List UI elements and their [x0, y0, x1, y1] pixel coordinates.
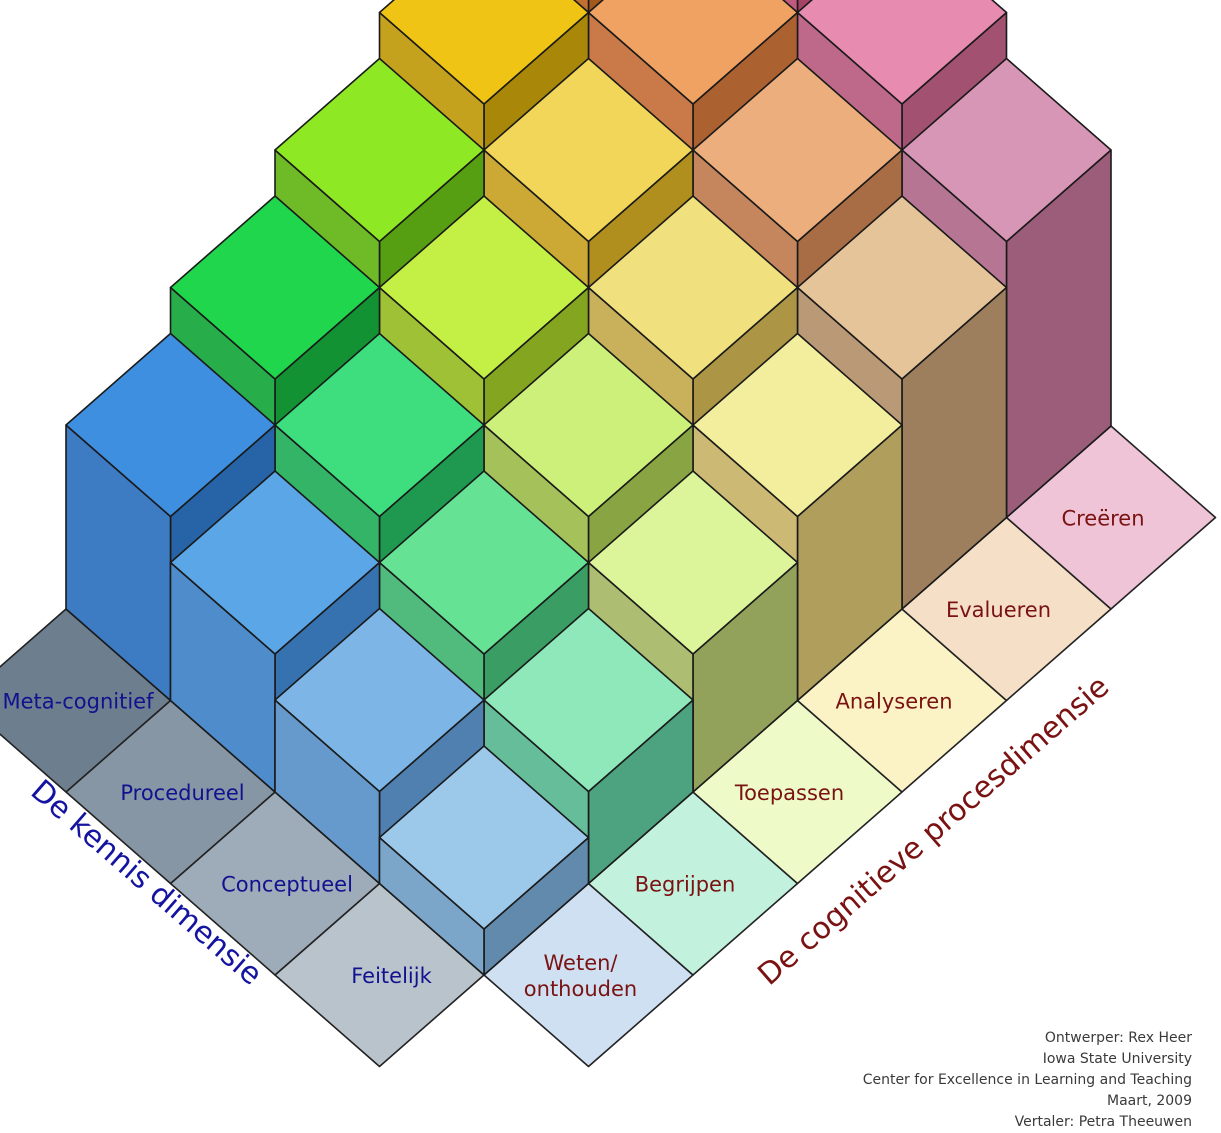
knowledge-level-label: Procedureel — [120, 781, 244, 805]
knowledge-level-label: Meta-cognitief — [3, 690, 155, 714]
credit-center: Center for Excellence in Learning and Te… — [863, 1070, 1192, 1091]
knowledge-level-label: Conceptueel — [221, 873, 353, 897]
cognitive-level-label: Creëren — [1061, 507, 1144, 531]
cognitive-level-label: Analyseren — [835, 690, 952, 714]
knowledge-level-label: Feitelijk — [351, 964, 432, 988]
credit-designer: Ontwerper: Rex Heer — [863, 1028, 1192, 1049]
credit-translator: Vertaler: Petra Theeuwen — [863, 1112, 1192, 1133]
credit-date: Maart, 2009 — [863, 1091, 1192, 1112]
cognitive-level-label: Begrijpen — [635, 873, 736, 897]
cognitive-level-label: Toepassen — [734, 781, 844, 805]
credits-block: Ontwerper: Rex Heer Iowa State Universit… — [863, 1028, 1192, 1133]
credit-university: Iowa State University — [863, 1049, 1192, 1070]
cognitive-level-label: Evalueren — [946, 598, 1051, 622]
